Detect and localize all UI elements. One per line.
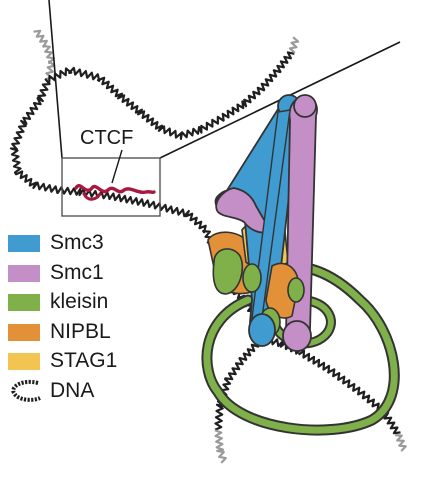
legend-label-nipbl: NIPBL xyxy=(50,319,111,343)
legend-label-smc1: Smc1 xyxy=(50,260,104,284)
kleisin-knob-3 xyxy=(287,277,305,303)
smc3-atpase-head xyxy=(248,313,276,347)
smc1-head xyxy=(215,187,272,234)
smc1-hinge xyxy=(293,94,317,118)
legend-label-kleisin: kleisin xyxy=(50,290,109,313)
legend-item-nipbl: NIPBL xyxy=(4,318,154,348)
legend-item-smc3: Smc3 xyxy=(4,229,154,259)
legend-swatch-stag1 xyxy=(8,353,40,370)
ctcf-leader-line xyxy=(111,149,123,184)
legend-label-stag1: STAG1 xyxy=(50,349,118,372)
legend: Smc3 Smc1 kleisin NIPBL STAG1 DNA xyxy=(4,229,154,406)
kleisin-knob-1 xyxy=(242,263,262,293)
legend-label-dna: DNA xyxy=(50,378,95,402)
legend-swatch-nipbl xyxy=(8,323,40,341)
legend-item-dna: DNA xyxy=(4,377,154,407)
kleisin-wrap xyxy=(212,248,244,295)
legend-swatch-smc3 xyxy=(8,235,40,252)
legend-item-kleisin: kleisin xyxy=(4,288,154,318)
ctcf-protein xyxy=(74,184,156,201)
smc1-atpase-head xyxy=(282,320,312,352)
legend-swatch-kleisin xyxy=(8,294,40,311)
legend-label-smc3: Smc3 xyxy=(50,231,104,254)
zoom-line-left xyxy=(48,0,63,159)
ctcf-callout-box xyxy=(61,157,161,217)
dna-legend-icon xyxy=(11,379,41,402)
ctcf-label: CTCF xyxy=(80,127,133,149)
legend-item-smc1: Smc1 xyxy=(4,259,154,289)
legend-swatch-smc1 xyxy=(8,264,40,282)
legend-item-stag1: STAG1 xyxy=(4,347,154,377)
